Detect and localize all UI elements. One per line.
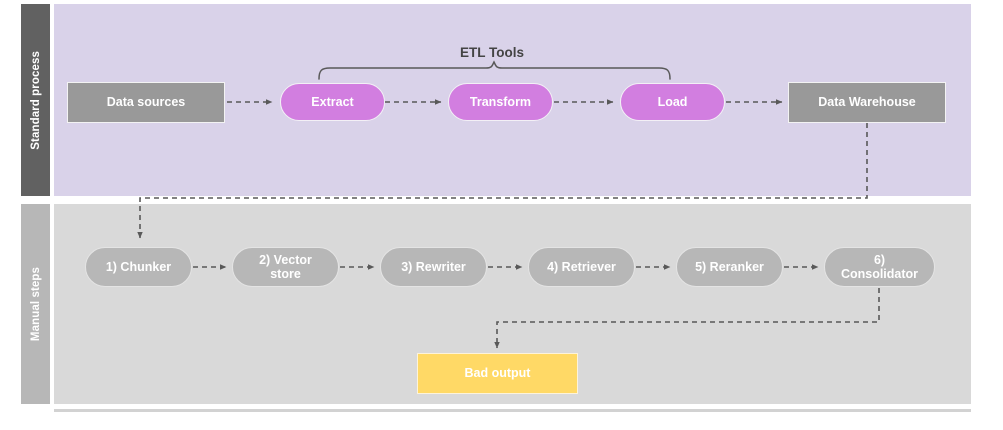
node-extract-label: Extract — [311, 94, 354, 109]
node-extract[interactable]: Extract — [280, 83, 385, 121]
node-data-sources-label: Data sources — [106, 95, 186, 110]
node-chunker[interactable]: 1) Chunker — [85, 247, 192, 287]
node-rewriter[interactable]: 3) Rewriter — [380, 247, 487, 287]
node-data-warehouse[interactable]: Data Warehouse — [788, 82, 946, 123]
node-load[interactable]: Load — [620, 83, 725, 121]
bottom-divider-rule — [54, 409, 971, 412]
node-data-warehouse-label: Data Warehouse — [818, 95, 916, 110]
lane-manual-steps-text: Manual steps — [29, 266, 42, 342]
etl-tools-label: ETL Tools — [460, 45, 524, 60]
node-reranker-label: 5) Reranker — [695, 259, 764, 274]
lane-manual-steps-label: Manual steps — [21, 204, 50, 404]
lane-standard-process-text: Standard process — [29, 50, 42, 150]
node-bad-output[interactable]: Bad output — [417, 353, 578, 394]
node-load-label: Load — [657, 94, 688, 109]
node-transform-label: Transform — [469, 94, 532, 109]
node-vector-store-label: 2) Vector store — [259, 252, 312, 281]
node-retriever-label: 4) Retriever — [547, 259, 616, 274]
node-retriever[interactable]: 4) Retriever — [528, 247, 635, 287]
node-consolidator-label: 6) Consolidator — [840, 252, 919, 281]
node-reranker[interactable]: 5) Reranker — [676, 247, 783, 287]
node-data-sources[interactable]: Data sources — [67, 82, 225, 123]
node-vector-store[interactable]: 2) Vector store — [232, 247, 339, 287]
node-rewriter-label: 3) Rewriter — [401, 259, 466, 274]
node-bad-output-label: Bad output — [464, 366, 531, 381]
node-transform[interactable]: Transform — [448, 83, 553, 121]
lane-standard-process-label: Standard process — [21, 4, 50, 196]
node-consolidator[interactable]: 6) Consolidator — [824, 247, 935, 287]
node-chunker-label: 1) Chunker — [105, 259, 172, 274]
